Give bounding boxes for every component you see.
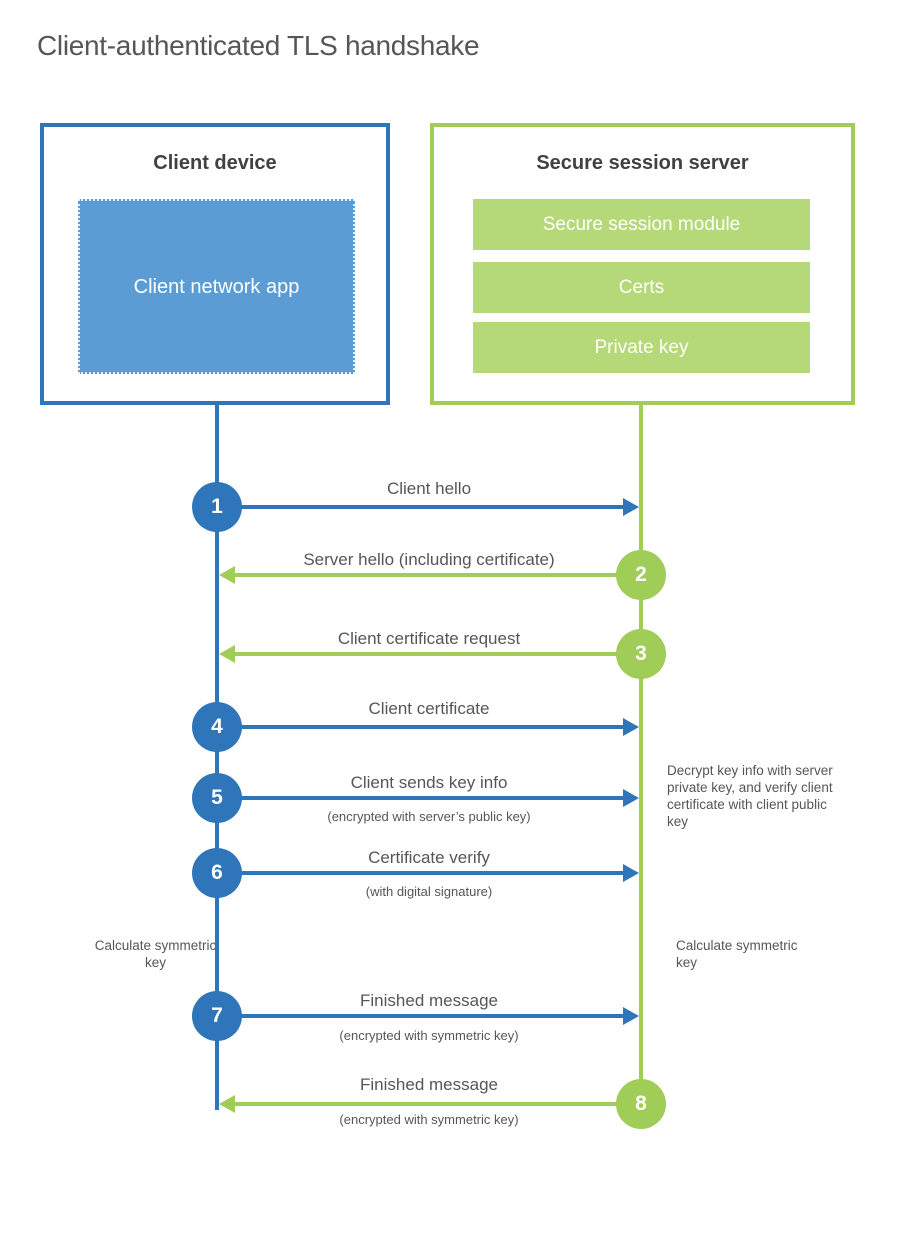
step8-label: Finished message: [360, 1075, 498, 1094]
step6-badge: 6: [192, 848, 242, 898]
step1-label: Client hello: [386, 479, 472, 498]
server-module-certs: Certs: [473, 262, 810, 313]
server-module-private-key: Private key: [473, 322, 810, 373]
step3-arrow-line: [233, 652, 641, 656]
step4-arrow-line: [217, 725, 623, 729]
step6-sublabel: (with digital signature): [365, 884, 493, 899]
step2-label: Server hello (including certificate): [303, 550, 555, 569]
step8-arrow-line: [233, 1102, 641, 1106]
step6-arrow-line: [217, 871, 623, 875]
server-decrypt-note: Decrypt key info with server private key…: [667, 763, 833, 829]
step6-label: Certificate verify: [368, 848, 490, 867]
client-device-box: Client device Client network app: [40, 123, 390, 405]
step1-arrowhead-right-icon: [623, 498, 639, 516]
step5-arrowhead-right-icon: [623, 789, 639, 807]
step4-label: Client certificate: [368, 699, 490, 718]
step8-arrowhead-left-icon: [219, 1095, 235, 1113]
step4-badge: 4: [192, 702, 242, 752]
client-network-app-label: Client network app: [133, 275, 300, 298]
step8-sublabel: (encrypted with symmetric key): [339, 1112, 519, 1127]
step5-sublabel: (encrypted with server’s public key): [327, 809, 531, 824]
client-device-title: Client device: [153, 152, 277, 174]
client-network-app-rect: Client network app: [78, 199, 355, 374]
server-module-secure-session: Secure session module: [473, 199, 810, 250]
step6-arrowhead-right-icon: [623, 864, 639, 882]
step2-badge: 2: [616, 550, 666, 600]
page-title: Client-authenticated TLS handshake: [37, 30, 480, 61]
step7-label: Finished message: [360, 991, 498, 1010]
step2-arrowhead-left-icon: [219, 566, 235, 584]
step8-badge: 8: [616, 1079, 666, 1129]
secure-session-server-title: Secure session server: [536, 152, 749, 174]
client-lifeline: [215, 405, 219, 1110]
step7-arrow-line: [217, 1014, 623, 1018]
step7-arrowhead-right-icon: [623, 1007, 639, 1025]
server-lifeline: [639, 405, 643, 1104]
step1-arrow-line: [217, 505, 623, 509]
step3-arrowhead-left-icon: [219, 645, 235, 663]
step5-label: Client sends key info: [350, 773, 508, 792]
step5-badge: 5: [192, 773, 242, 823]
step4-arrowhead-right-icon: [623, 718, 639, 736]
step2-arrow-line: [233, 573, 641, 577]
step5-arrow-line: [217, 796, 623, 800]
client-calculate-symmetric-key-note: Calculate symmetric key: [94, 938, 217, 970]
server-calculate-symmetric-key-note: Calculate symmetric key: [676, 938, 798, 970]
step7-sublabel: (encrypted with symmetric key): [339, 1028, 519, 1043]
secure-session-server-box: Secure session server Secure session mod…: [430, 123, 855, 405]
step1-badge: 1: [192, 482, 242, 532]
step3-badge: 3: [616, 629, 666, 679]
step3-label: Client certificate request: [337, 629, 521, 648]
step7-badge: 7: [192, 991, 242, 1041]
